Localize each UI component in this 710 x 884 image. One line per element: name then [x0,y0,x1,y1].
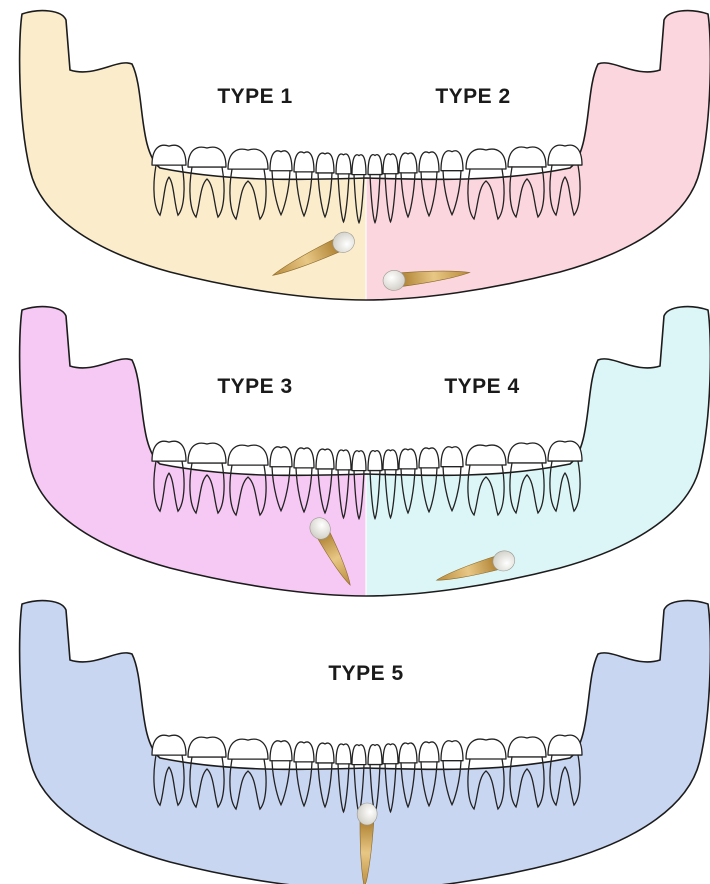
label-type-2: TYPE 2 [435,85,510,108]
tooth-crown [336,154,351,174]
label-type-1: TYPE 1 [217,85,292,108]
tooth-crown [368,451,382,471]
tooth-crown [419,152,439,172]
tooth-crown [368,155,382,175]
tooth-crown [294,448,314,468]
tooth-crown [228,739,268,759]
tooth-crown [508,737,546,757]
tooth-crown [152,735,186,755]
panel-type-1-2: TYPE 1 TYPE 2 [20,11,710,300]
tooth-crown [399,449,417,469]
tooth-crown [152,145,186,165]
tooth-crown [419,742,439,762]
tooth-crown [228,149,268,169]
label-type-5: TYPE 5 [328,662,403,685]
panel-type-5: TYPE 5 [20,601,710,884]
mandible-outline [20,11,710,300]
tooth-crown [508,443,546,463]
tooth-crown [352,155,366,175]
tooth-crown [316,449,334,469]
tooth-crown [383,154,398,174]
tooth-crown [548,735,582,755]
tooth-crown [508,147,546,167]
impacted-tooth-crown [357,803,378,826]
tooth-crown [316,743,334,763]
tooth-crown [383,450,398,470]
label-type-4: TYPE 4 [444,375,519,398]
tooth-crown [368,745,382,765]
tooth-crown [383,744,398,764]
tooth-crown [270,741,292,761]
tooth-crown [188,737,226,757]
tooth-crown [228,445,268,465]
tooth-crown [294,742,314,762]
tooth-crown [336,450,351,470]
tooth-crown [441,447,463,467]
tooth-crown [399,153,417,173]
tooth-crown [316,153,334,173]
tooth-crown [270,447,292,467]
tooth-crown [399,743,417,763]
tooth-crown [548,145,582,165]
tooth-crown [466,739,506,759]
tooth-crown [548,441,582,461]
mandible-outline [20,307,710,596]
tooth-crown [336,744,351,764]
tooth-crown [188,147,226,167]
label-type-3: TYPE 3 [217,375,292,398]
tooth-crown [152,441,186,461]
tooth-crown [466,445,506,465]
panel-type-3-4: TYPE 3 TYPE 4 [20,307,710,596]
tooth-crown [352,451,366,471]
tooth-crown [270,151,292,171]
mandible-outline [20,601,710,884]
tooth-crown [441,151,463,171]
tooth-crown [188,443,226,463]
tooth-crown [294,152,314,172]
tooth-crown [419,448,439,468]
tooth-crown [466,149,506,169]
tooth-crown [441,741,463,761]
tooth-crown [352,745,366,765]
